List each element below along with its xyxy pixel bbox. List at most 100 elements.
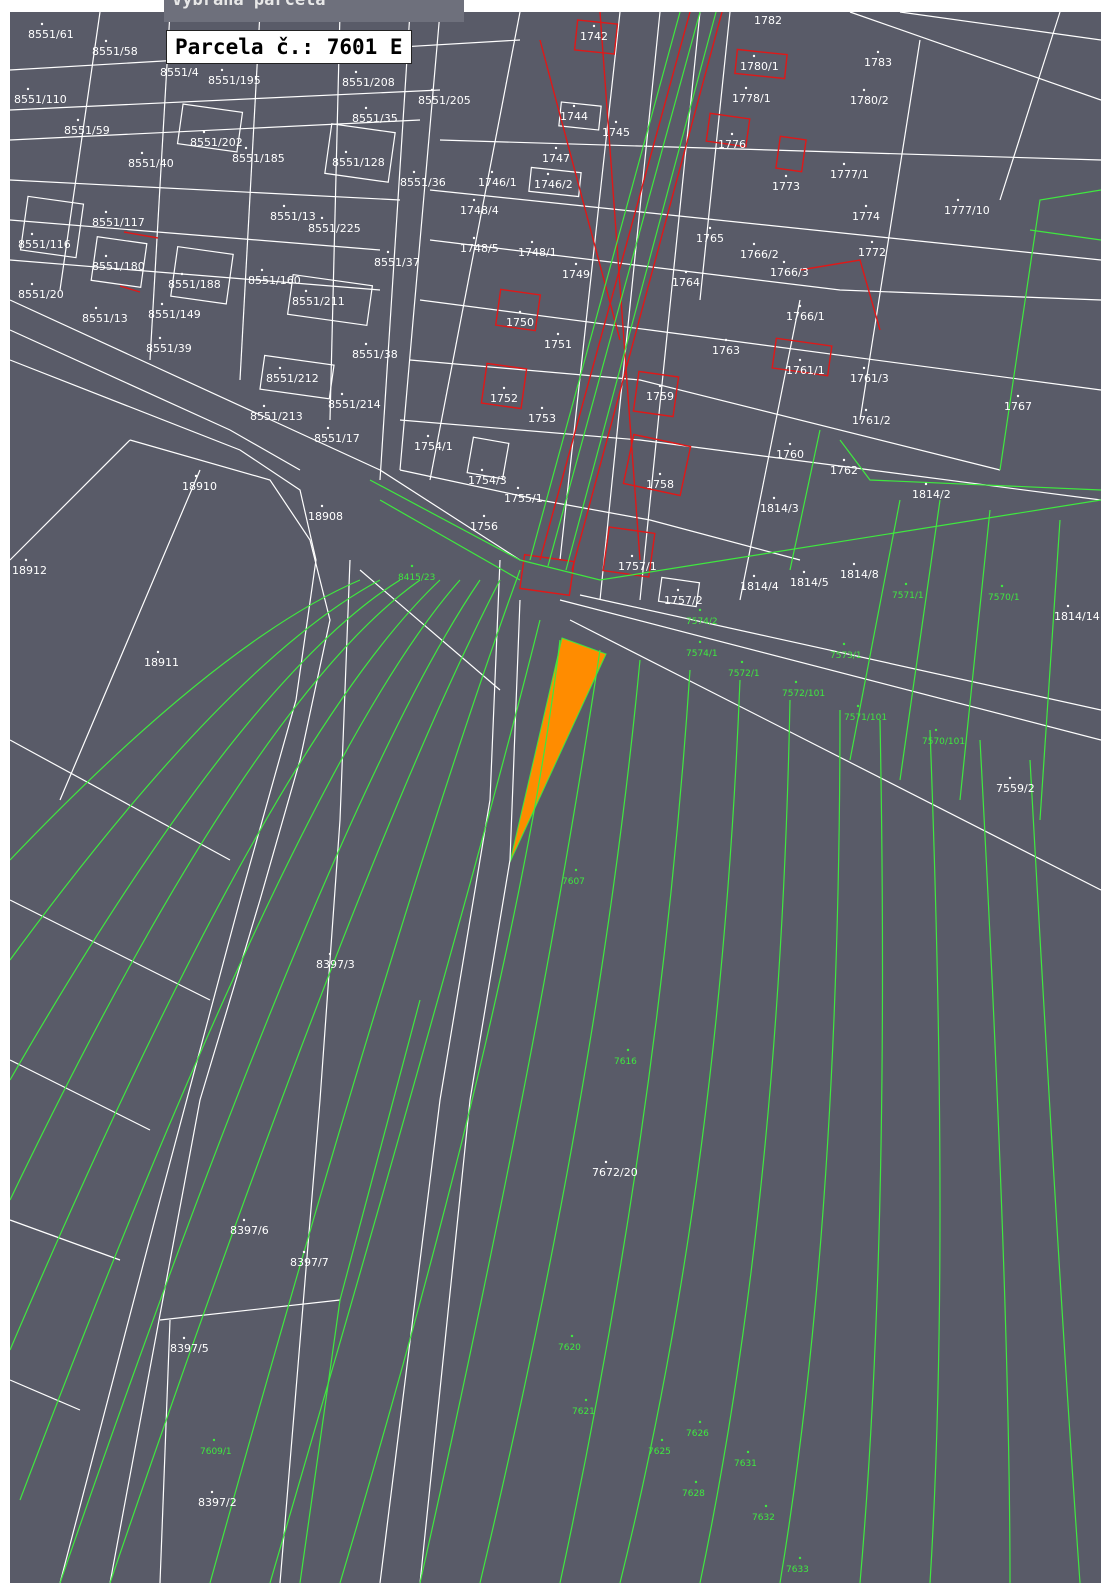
parcel-label-14[interactable]: 8551/117 (92, 216, 145, 229)
parcel-label-44[interactable]: 1783 (864, 56, 892, 69)
parcel-label-16[interactable]: 8551/225 (308, 222, 361, 235)
epkn-label-8[interactable]: 7570/101 (922, 737, 965, 747)
parcel-label-64[interactable]: 1749 (562, 268, 590, 281)
epkn-label-17[interactable]: 7632 (752, 1513, 775, 1523)
parcel-label-54[interactable]: 1777/1 (830, 168, 869, 181)
parcel-label-65[interactable]: 1766/3 (770, 266, 809, 279)
parcel-label-25[interactable]: 8551/149 (148, 308, 201, 321)
parcel-label-89[interactable]: 1814/5 (790, 576, 829, 589)
parcel-label-45[interactable]: 1780/1 (740, 60, 779, 73)
parcel-label-50[interactable]: 1776 (718, 138, 746, 151)
parcel-label-3[interactable]: 8551/195 (208, 74, 261, 87)
parcel-label-61[interactable]: 1748/1 (518, 246, 557, 259)
parcel-label-6[interactable]: 8551/205 (418, 94, 471, 107)
parcel-label-43[interactable]: 1782 (754, 14, 782, 27)
epkn-label-6[interactable]: 7572/101 (782, 689, 825, 699)
parcel-label-56[interactable]: 1748/4 (460, 204, 499, 217)
parcel-label-70[interactable]: 1763 (712, 344, 740, 357)
parcel-label-38[interactable]: 8397/7 (290, 1256, 329, 1269)
parcel-label-22[interactable]: 8551/20 (18, 288, 64, 301)
epkn-label-15[interactable]: 7631 (734, 1459, 757, 1469)
parcel-label-12[interactable]: 8551/128 (332, 156, 385, 169)
epkn-label-16[interactable]: 7628 (682, 1489, 705, 1499)
parcel-label-20[interactable]: 8551/160 (248, 274, 301, 287)
parcel-label-29[interactable]: 8551/214 (328, 398, 381, 411)
parcel-label-74[interactable]: 1759 (646, 390, 674, 403)
parcel-label-11[interactable]: 8551/40 (128, 157, 174, 170)
parcel-label-67[interactable]: 1766/1 (786, 310, 825, 323)
epkn-label-11[interactable]: 7620 (558, 1343, 581, 1353)
epkn-label-20[interactable]: 8415/23 (398, 573, 435, 583)
parcel-label-10[interactable]: 8551/185 (232, 152, 285, 165)
parcel-label-34[interactable]: 18912 (12, 564, 47, 577)
parcel-label-1[interactable]: 8551/58 (92, 45, 138, 58)
parcel-label-48[interactable]: 1744 (560, 110, 588, 123)
epkn-label-5[interactable]: 7573/1 (830, 651, 862, 661)
parcel-label-60[interactable]: 1748/5 (460, 242, 499, 255)
parcel-label-49[interactable]: 1745 (602, 126, 630, 139)
parcel-label-80[interactable]: 1762 (830, 464, 858, 477)
parcel-label-15[interactable]: 8551/13 (270, 210, 316, 223)
epkn-label-4[interactable]: 7572/1 (728, 669, 760, 679)
parcel-label-28[interactable]: 8551/212 (266, 372, 319, 385)
parcel-label-39[interactable]: 8397/5 (170, 1342, 209, 1355)
parcel-label-53[interactable]: 1746/2 (534, 178, 573, 191)
parcel-label-75[interactable]: 1753 (528, 412, 556, 425)
parcel-label-36[interactable]: 8397/3 (316, 958, 355, 971)
parcel-label-31[interactable]: 8551/17 (314, 432, 360, 445)
parcel-label-18[interactable]: 8551/37 (374, 256, 420, 269)
parcel-label-0[interactable]: 8551/61 (28, 28, 74, 41)
parcel-label-84[interactable]: 1755/1 (504, 492, 543, 505)
parcel-label-27[interactable]: 8551/38 (352, 348, 398, 361)
parcel-label-26[interactable]: 8551/39 (146, 342, 192, 355)
parcel-label-8[interactable]: 8551/59 (64, 124, 110, 137)
parcel-label-76[interactable]: 1767 (1004, 400, 1032, 413)
parcel-label-63[interactable]: 1772 (858, 246, 886, 259)
parcel-label-72[interactable]: 1761/3 (850, 372, 889, 385)
parcel-label-85[interactable]: 1814/3 (760, 502, 799, 515)
parcel-label-78[interactable]: 1754/1 (414, 440, 453, 453)
epkn-label-12[interactable]: 7621 (572, 1407, 595, 1417)
parcel-label-42[interactable]: 1742 (580, 30, 608, 43)
parcel-label-69[interactable]: 1751 (544, 338, 572, 351)
parcel-label-9[interactable]: 8551/202 (190, 136, 243, 149)
parcel-label-47[interactable]: 1778/1 (732, 92, 771, 105)
epkn-label-13[interactable]: 7625 (648, 1447, 671, 1457)
parcel-label-51[interactable]: 1747 (542, 152, 570, 165)
epkn-label-2[interactable]: 7574/2 (686, 617, 718, 627)
parcel-label-4[interactable]: 8551/208 (342, 76, 395, 89)
parcel-label-52[interactable]: 1746/1 (478, 176, 517, 189)
parcel-label-88[interactable]: 1814/4 (740, 580, 779, 593)
epkn-label-14[interactable]: 7626 (686, 1429, 709, 1439)
parcel-label-23[interactable]: 8551/211 (292, 295, 345, 308)
parcel-label-2[interactable]: 8551/4 (160, 66, 199, 79)
parcel-label-71[interactable]: 1761/1 (786, 364, 825, 377)
parcel-label-58[interactable]: 1774 (852, 210, 880, 223)
parcel-label-30[interactable]: 8551/213 (250, 410, 303, 423)
epkn-label-3[interactable]: 7574/1 (686, 649, 718, 659)
epkn-label-7[interactable]: 7571/101 (844, 713, 887, 723)
parcel-label-93[interactable]: 7559/2 (996, 782, 1035, 795)
parcel-label-79[interactable]: 1760 (776, 448, 804, 461)
parcel-label-41[interactable]: 7672/20 (592, 1166, 638, 1179)
parcel-label-57[interactable]: 1777/10 (944, 204, 990, 217)
parcel-label-33[interactable]: 18908 (308, 510, 343, 523)
parcel-label-13[interactable]: 8551/36 (400, 176, 446, 189)
parcel-label-32[interactable]: 18910 (182, 480, 217, 493)
parcel-label-83[interactable]: 1814/2 (912, 488, 951, 501)
parcel-label-40[interactable]: 8397/2 (198, 1496, 237, 1509)
parcel-label-59[interactable]: 1765 (696, 232, 724, 245)
epkn-label-19[interactable]: 7609/1 (200, 1447, 232, 1457)
epkn-label-10[interactable]: 7616 (614, 1057, 637, 1067)
epkn-label-9[interactable]: 7607 (562, 877, 585, 887)
parcel-label-19[interactable]: 8551/180 (92, 260, 145, 273)
parcel-label-87[interactable]: 1757/1 (618, 560, 657, 573)
parcel-label-86[interactable]: 1756 (470, 520, 498, 533)
parcel-label-5[interactable]: 8551/110 (14, 93, 67, 106)
parcel-label-35[interactable]: 18911 (144, 656, 179, 669)
parcel-label-81[interactable]: 1754/3 (468, 474, 507, 487)
epkn-label-1[interactable]: 7570/1 (988, 593, 1020, 603)
parcel-label-24[interactable]: 8551/13 (82, 312, 128, 325)
